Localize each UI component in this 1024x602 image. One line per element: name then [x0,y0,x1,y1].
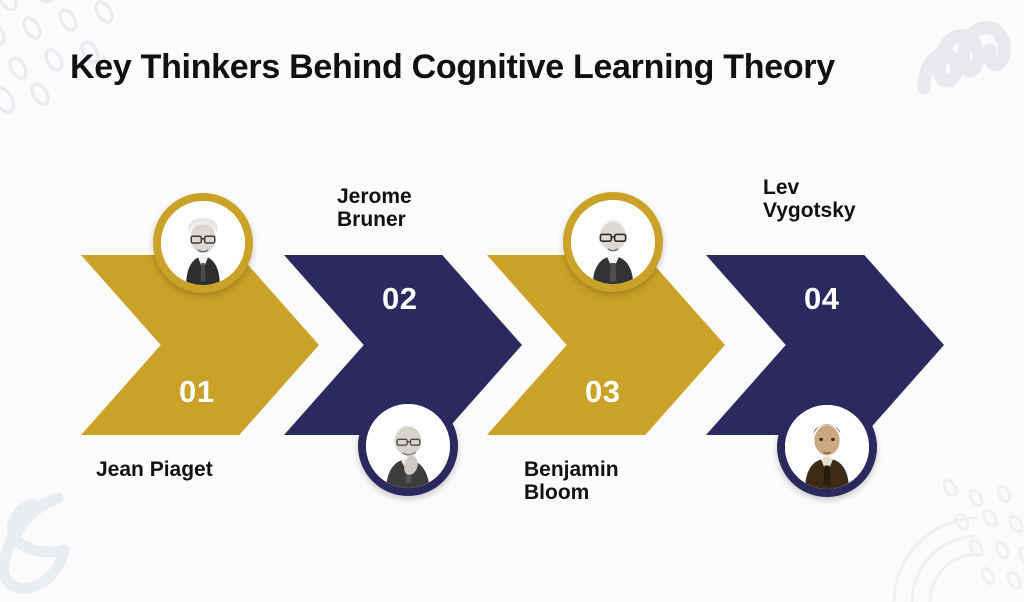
page-title: Key Thinkers Behind Cognitive Learning T… [70,48,835,86]
portrait-lev-vygotsky-icon [785,405,869,489]
avatar-benjamin-bloom[interactable] [563,192,663,292]
avatar-jerome-bruner[interactable] [358,396,458,496]
step-number-1: 01 [179,374,215,409]
portrait-jean-piaget-icon [161,201,245,285]
portrait-benjamin-bloom-icon [571,200,655,284]
step-number-4: 04 [804,281,840,316]
step-label-2: Jerome Bruner [337,185,412,231]
portrait-jerome-bruner-icon [366,404,450,488]
step-label-4: Lev Vygotsky [763,176,856,222]
step-label-1: Jean Piaget [96,458,213,481]
step-number-3: 03 [585,374,621,409]
step-number-2: 02 [382,281,418,316]
step-label-3: Benjamin Bloom [524,458,619,504]
thinkers-timeline: 01 Jean Piaget 02 [81,176,944,504]
avatar-jean-piaget[interactable] [153,193,253,293]
avatar-lev-vygotsky[interactable] [777,397,877,497]
